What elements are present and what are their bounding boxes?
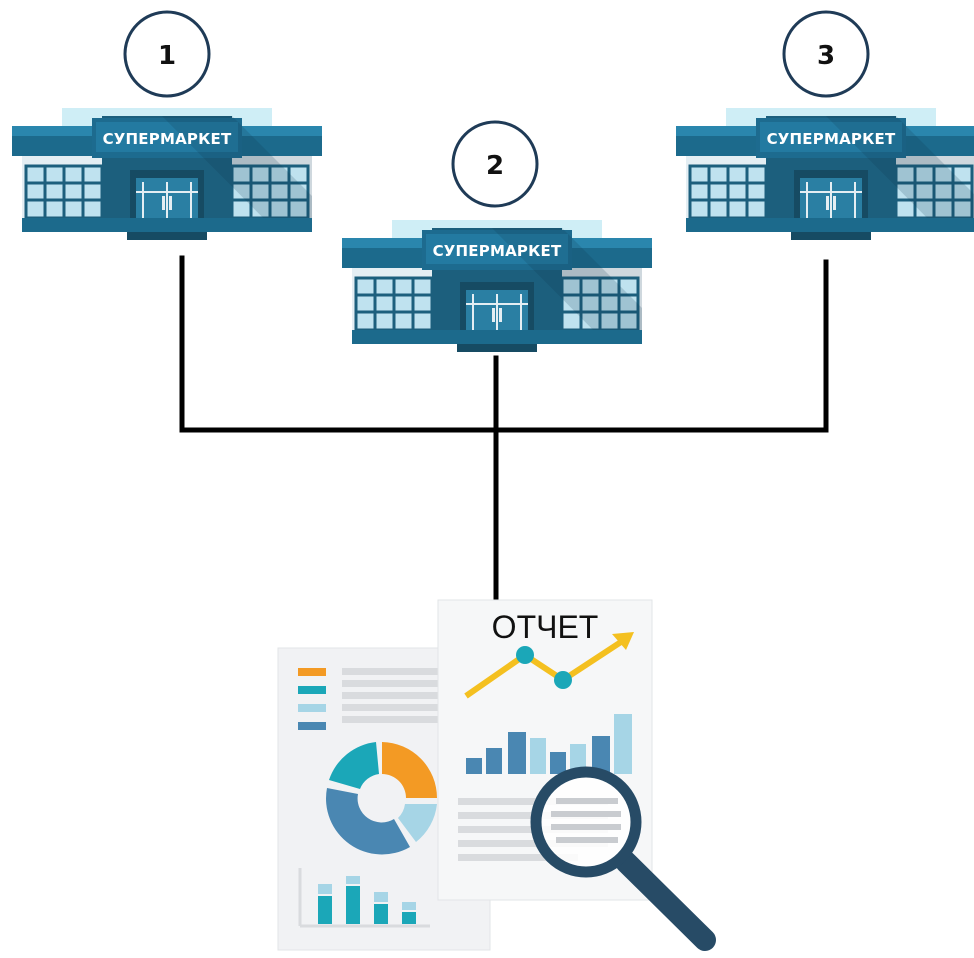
store-3-sign: СУПЕРМАРКЕТ	[767, 130, 896, 148]
column-bars	[466, 714, 632, 774]
magnifier-icon	[530, 766, 716, 951]
supermarket-building-icon: СУПЕРМАРКЕТ	[10, 106, 324, 242]
bar-chart-icon	[298, 868, 430, 928]
store-2-number: 2	[486, 151, 504, 181]
supermarket-building-icon: СУПЕРМАРКЕТ	[674, 106, 974, 242]
store-2-sign: СУПЕРМАРКЕТ	[433, 242, 562, 260]
report-document-icon: ОТЧЕТ	[277, 599, 716, 951]
trend-line-icon	[464, 632, 634, 699]
connector-lines	[179, 255, 829, 603]
store-1-sign: СУПЕРМАРКЕТ	[103, 130, 232, 148]
store-2-badge	[451, 120, 539, 208]
store-3-badge	[782, 10, 870, 98]
store-2: 2 СУПЕРМАРКЕТ	[340, 120, 654, 354]
store-1-badge	[123, 10, 211, 98]
donut-chart-icon	[326, 742, 437, 855]
store-1: 1 СУПЕРМАРКЕТ	[10, 10, 324, 242]
supermarket-building-icon: СУПЕРМАРКЕТ	[340, 218, 654, 354]
store-3: 3 СУПЕРМАРКЕТ	[674, 10, 974, 242]
store-1-number: 1	[158, 41, 176, 71]
report-title: ОТЧЕТ	[492, 609, 599, 645]
store-3-number: 3	[817, 41, 835, 71]
